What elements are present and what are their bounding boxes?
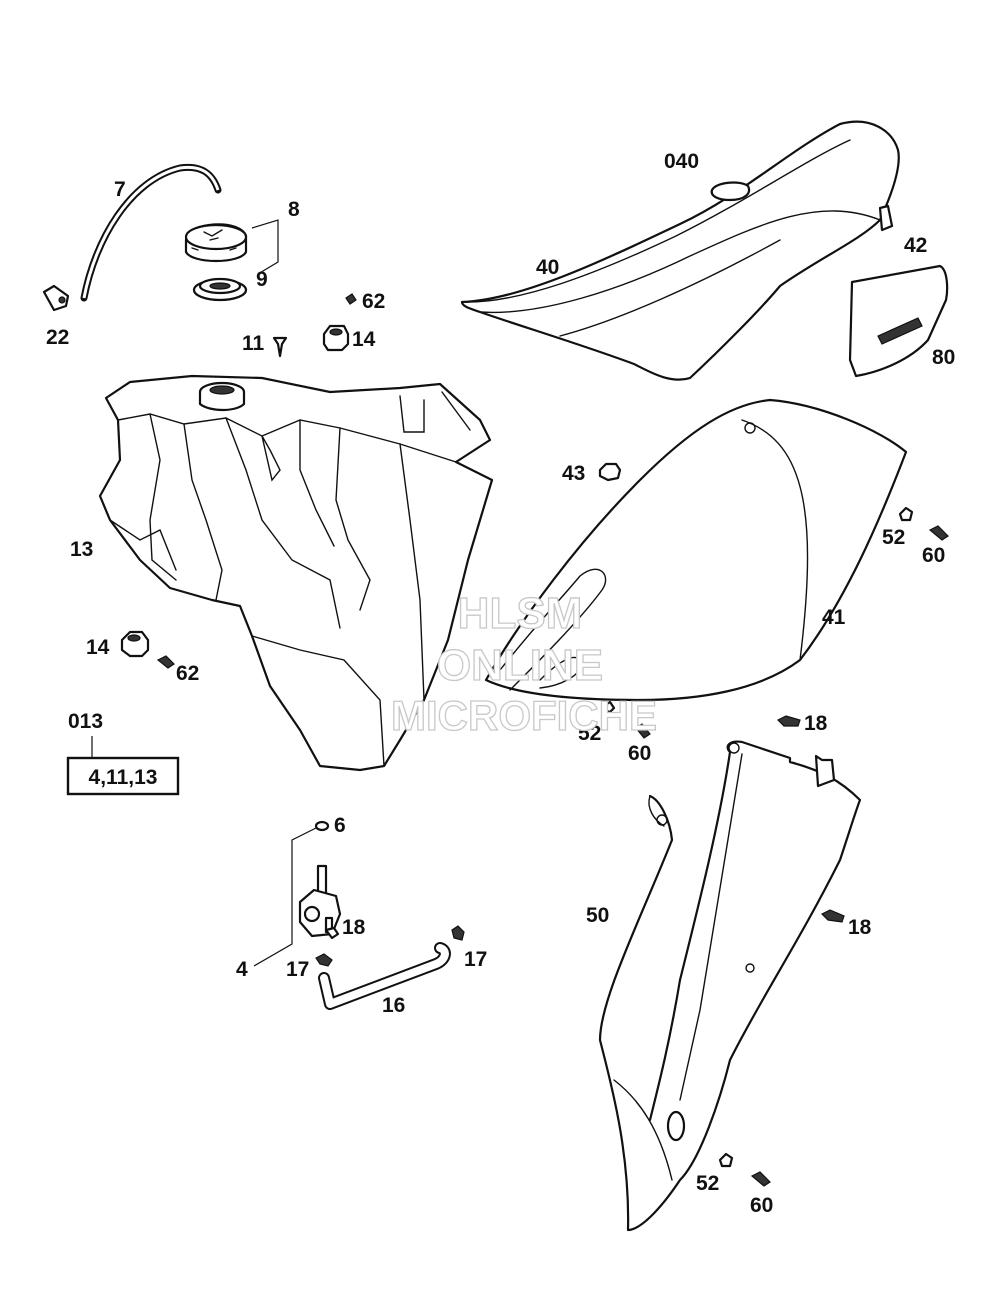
callout-11: 11 — [242, 332, 265, 355]
callout-013: 013 — [68, 710, 103, 733]
callout-16: 16 — [382, 994, 405, 1017]
screw-18-mid — [820, 909, 845, 923]
callout-4: 4 — [236, 958, 248, 981]
oring-6 — [314, 820, 330, 832]
fuel-cap-icon — [184, 223, 248, 262]
washer-52-bottom — [718, 1152, 734, 1168]
side-panel-icon — [484, 398, 908, 702]
breather-hose — [80, 163, 222, 302]
callout-43: 43 — [562, 462, 585, 485]
kit-box-label: 4,11,13 — [89, 766, 158, 789]
washer-18-valve — [324, 926, 340, 940]
screw-11 — [272, 336, 288, 358]
callout-13: 13 — [70, 538, 93, 561]
callout-50: 50 — [586, 904, 609, 927]
fuel-cap-seal — [192, 277, 248, 302]
callout-52-right: 52 — [882, 526, 905, 549]
watermark-line-2: ONLINE — [437, 641, 603, 690]
rubber-bushing-14-top — [322, 324, 350, 352]
watermark: HLSM ONLINE MICROFICHE — [390, 588, 657, 739]
callout-14-mid: 14 — [86, 636, 110, 659]
fuel-tap-icon — [298, 864, 342, 938]
clamp-17-right — [451, 925, 465, 941]
callout-62-mid: 62 — [176, 662, 199, 685]
watermark-line-1: HLSM — [458, 589, 583, 638]
fuel-tank-icon — [98, 374, 494, 772]
callout-42: 42 — [904, 234, 927, 257]
fuel-hose — [318, 942, 451, 1010]
hose-fitting — [42, 284, 70, 312]
callout-22: 22 — [46, 326, 69, 349]
callout-8: 8 — [288, 198, 300, 221]
callout-60-bottom: 60 — [750, 1194, 773, 1217]
screw-62-mid — [156, 655, 175, 669]
leader-cap — [251, 219, 279, 275]
callout-17-left: 17 — [286, 958, 309, 981]
washer-52-mid — [602, 700, 616, 714]
screw-60-right — [928, 525, 949, 541]
callout-18-valve: 18 — [342, 916, 366, 939]
radiator-shroud-icon — [598, 740, 862, 1232]
grommet-43 — [598, 462, 622, 482]
callout-9: 9 — [256, 268, 268, 291]
callout-80: 80 — [932, 346, 955, 369]
seat-icon — [460, 120, 900, 381]
callout-14-top: 14 — [352, 328, 376, 351]
callout-6: 6 — [334, 814, 346, 837]
callout-labels: 7 8 9 22 62 11 14 040 40 42 80 13 43 52 … — [46, 150, 955, 1217]
callout-60-right: 60 — [922, 544, 945, 567]
callout-52-mid: 52 — [578, 722, 601, 745]
callout-18-mid: 18 — [848, 916, 872, 939]
callout-040: 040 — [664, 150, 699, 173]
screw-62-top — [345, 293, 357, 305]
screw-18-top — [776, 715, 801, 727]
callout-7: 7 — [114, 178, 126, 201]
callout-17-right: 17 — [464, 948, 487, 971]
watermark-line-3: MICROFICHE — [391, 692, 657, 739]
callout-41: 41 — [822, 606, 846, 629]
callout-18-top: 18 — [804, 712, 828, 735]
washer-52-right — [898, 506, 914, 522]
callout-60-mid: 60 — [628, 742, 651, 765]
leader-tap — [253, 825, 321, 967]
callout-52-bottom: 52 — [696, 1172, 719, 1195]
kit-box — [66, 756, 180, 796]
rubber-bushing-14-mid — [120, 630, 150, 658]
decal-plate — [848, 264, 949, 378]
screw-60-bottom — [750, 1171, 771, 1187]
callout-62-top: 62 — [362, 290, 385, 313]
clamp-17-left — [315, 953, 333, 967]
screw-60-mid — [635, 723, 651, 739]
callout-40: 40 — [536, 256, 559, 279]
